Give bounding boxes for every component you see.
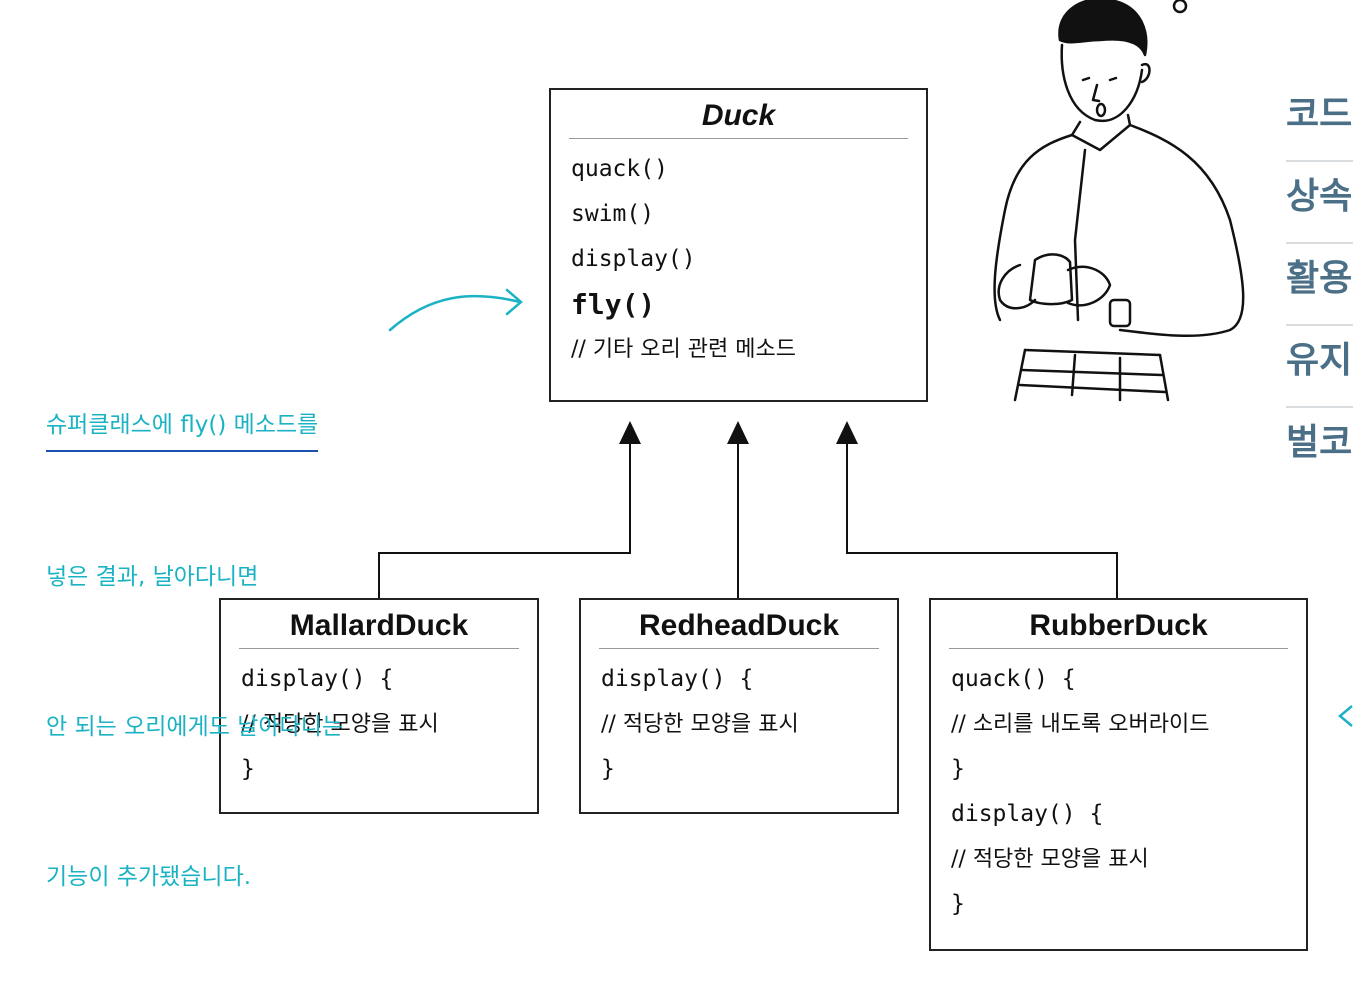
code-line: quack() {: [951, 666, 1076, 692]
class-name: RedheadDuck: [638, 609, 840, 642]
side-tab[interactable]: 벌코: [1286, 422, 1353, 463]
code-line: }: [601, 756, 615, 782]
method-quack: quack(): [571, 156, 668, 182]
annotation-note: 슈퍼클래스에 fly() 메소드를 넣은 결과, 날아다니면 안 되는 오리에게…: [46, 300, 343, 952]
arrowhead-icon: [727, 421, 749, 444]
code-line: // 적당한 모양을 표시: [951, 847, 1149, 872]
rubber-duck-class-box: RubberDuck quack() { // 소리를 내도록 오버라이드 } …: [929, 598, 1308, 951]
arrowhead-icon: [836, 421, 858, 444]
side-tab[interactable]: 상속: [1286, 162, 1353, 244]
code-line: // 적당한 모양을 표시: [241, 712, 439, 737]
code-line: }: [951, 891, 965, 917]
class-name: RubberDuck: [1029, 609, 1208, 642]
method-display: display(): [571, 246, 696, 272]
code-line: display() {: [951, 801, 1104, 827]
method-swim: swim(): [571, 201, 655, 227]
code-line: }: [241, 756, 255, 782]
class-name: MallardDuck: [289, 609, 469, 642]
code-line: // 소리를 내도록 오버라이드: [951, 712, 1210, 737]
duck-class-box: Duck quack() swim() display() fly() // 기…: [549, 88, 928, 402]
divider: [239, 648, 519, 649]
code-line: display() {: [601, 666, 754, 692]
side-tab[interactable]: 유지: [1286, 326, 1353, 408]
divider: [949, 648, 1288, 649]
divider: [599, 648, 879, 649]
annotation-line: 안 되는 오리에게도 날아다니는: [46, 714, 344, 740]
arrowhead-icon: [619, 421, 641, 444]
method-comment: // 기타 오리 관련 메소드: [571, 337, 796, 362]
annotation-line: 넣은 결과, 날아다니면: [46, 564, 259, 590]
developer-illustration-icon: [993, 0, 1245, 402]
side-tab[interactable]: 활용: [1286, 244, 1353, 326]
code-line: }: [951, 756, 965, 782]
right-arrow-icon: [1338, 705, 1353, 727]
method-fly: fly(): [571, 288, 656, 321]
divider: [569, 138, 908, 139]
inheritance-connectors: [378, 444, 1118, 598]
code-line: // 적당한 모양을 표시: [601, 712, 799, 737]
annotation-line: 기능이 추가됐습니다.: [46, 864, 252, 890]
code-line: display() {: [241, 666, 394, 692]
annotation-arrow-icon: [388, 288, 523, 332]
side-tab-list: 코드를 상속 활용 유지 벌코: [1286, 80, 1353, 488]
side-tab[interactable]: 코드를: [1286, 80, 1353, 162]
mallard-duck-class-box: MallardDuck display() { // 적당한 모양을 표시 }: [219, 598, 539, 814]
inheritance-arrowheads: [619, 421, 858, 444]
class-name: Duck: [701, 99, 776, 132]
annotation-line: 슈퍼클래스에 fly() 메소드를: [46, 400, 319, 452]
connector-mallard: [378, 444, 631, 598]
connector-rubber: [846, 444, 1118, 598]
redhead-duck-class-box: RedheadDuck display() { // 적당한 모양을 표시 }: [579, 598, 899, 814]
